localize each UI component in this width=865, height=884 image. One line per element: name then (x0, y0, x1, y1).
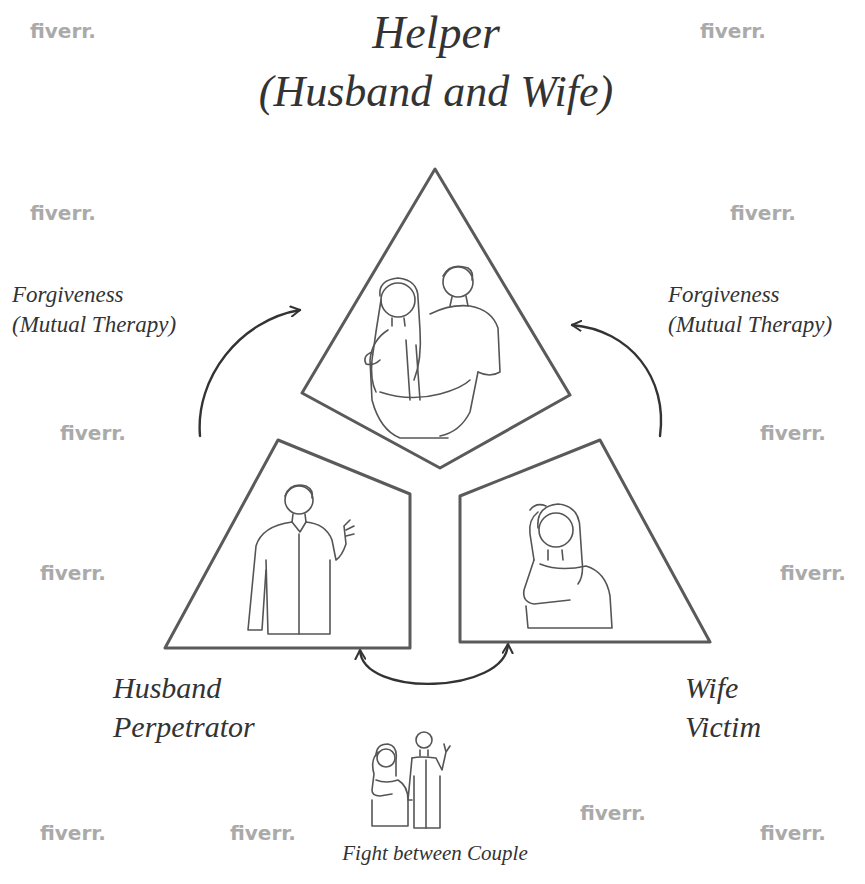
man-torso (430, 306, 500, 375)
panel-title: Helper (230, 3, 642, 63)
label-holder: fiverr. (40, 560, 106, 586)
edge-label-holder: Forgiveness (Mutual Therapy) (668, 280, 858, 340)
fight-husband-raised-hand (412, 744, 450, 770)
triangle-border (460, 440, 710, 642)
fight-wife-arm (372, 752, 392, 796)
arms-embrace (380, 380, 470, 398)
label-holder: fiverr. (700, 18, 766, 44)
label-holder: Fight between Couple (310, 840, 560, 867)
watermark: fiverr. (730, 200, 796, 226)
watermark: fiverr. (30, 200, 96, 226)
fight-husband-shirt (408, 758, 440, 828)
husband-placket (298, 534, 300, 634)
label-holder: fiverr. (760, 420, 826, 446)
label-holder: fiverr. (230, 820, 296, 846)
watermark: fiverr. (230, 820, 296, 846)
panel-title: Husband Perpetrator (113, 668, 273, 746)
wife-hand-on-head (530, 505, 546, 510)
label-holder: fiverr. (580, 800, 646, 826)
watermark: fiverr. (760, 820, 826, 846)
man-neck (450, 296, 468, 306)
fight-wife-head (377, 749, 395, 767)
wife-hair (538, 504, 583, 584)
triangle-panel: Wife Victim (458, 436, 712, 644)
woman-hand (365, 352, 380, 365)
husband-left-arm (248, 522, 292, 630)
husband-head (285, 486, 313, 514)
caption-label: Fight between Couple (310, 840, 560, 867)
curved-arrow (200, 310, 300, 436)
watermark: fiverr. (700, 18, 766, 44)
watermark: fiverr. (40, 820, 106, 846)
husband-hair (285, 485, 312, 498)
triangle-border (165, 440, 410, 648)
husband-collar (292, 522, 306, 532)
man-head (443, 267, 473, 297)
edge-label-holder: Forgiveness (Mutual Therapy) (12, 280, 202, 340)
fight-husband-head (416, 732, 432, 748)
watermark: fiverr. (40, 560, 106, 586)
triangle-panel: Husband Perpetrator (163, 436, 413, 650)
curved-arrow (572, 325, 661, 436)
fight-wife-body (372, 780, 408, 826)
watermark: fiverr. (780, 560, 846, 586)
woman-neck (392, 318, 405, 326)
watermark: fiverr. (760, 420, 826, 446)
woman-hair-right (380, 278, 421, 380)
woman-head (381, 283, 415, 317)
wife-head (539, 513, 573, 547)
panel-title: Wife Victim (685, 668, 797, 746)
edge-label: Forgiveness (Mutual Therapy) (12, 280, 202, 340)
watermark: fiverr. (60, 420, 126, 446)
triangle-panel: Helper(Husband and Wife) (300, 165, 572, 472)
label-holder: fiverr. (30, 18, 96, 44)
husband-shirt (266, 560, 330, 634)
label-holder: fiverr. (40, 820, 106, 846)
wife-body (526, 564, 612, 628)
watermark: fiverr. (30, 18, 96, 44)
woman-hair-strands (406, 340, 420, 400)
triangle-outline (300, 165, 572, 472)
label-holder: fiverr. (730, 200, 796, 226)
label-holder: fiverr. (780, 560, 846, 586)
triangle-border (302, 169, 570, 468)
fight-wife-hair (376, 744, 396, 776)
watermark: fiverr. (580, 800, 646, 826)
curved-arrow (360, 644, 508, 684)
label-holder: fiverr. (60, 420, 126, 446)
panel-subtitle: (Husband and Wife) (230, 63, 642, 120)
edge-label: Forgiveness (Mutual Therapy) (668, 280, 858, 340)
label-holder: fiverr. (760, 820, 826, 846)
woman-body (370, 330, 448, 438)
wife-arm-up (530, 512, 538, 560)
man-hair (443, 266, 473, 280)
husband-neck (292, 514, 306, 522)
man-side (440, 372, 478, 436)
triangle-outline (458, 436, 712, 644)
fight-husband-neck (420, 750, 428, 756)
husband-raised-hand (306, 520, 354, 560)
triangle-outline (163, 436, 413, 650)
wife-neck (548, 550, 563, 560)
fight-husband-placket (425, 760, 427, 828)
label-holder: fiverr. (30, 200, 96, 226)
